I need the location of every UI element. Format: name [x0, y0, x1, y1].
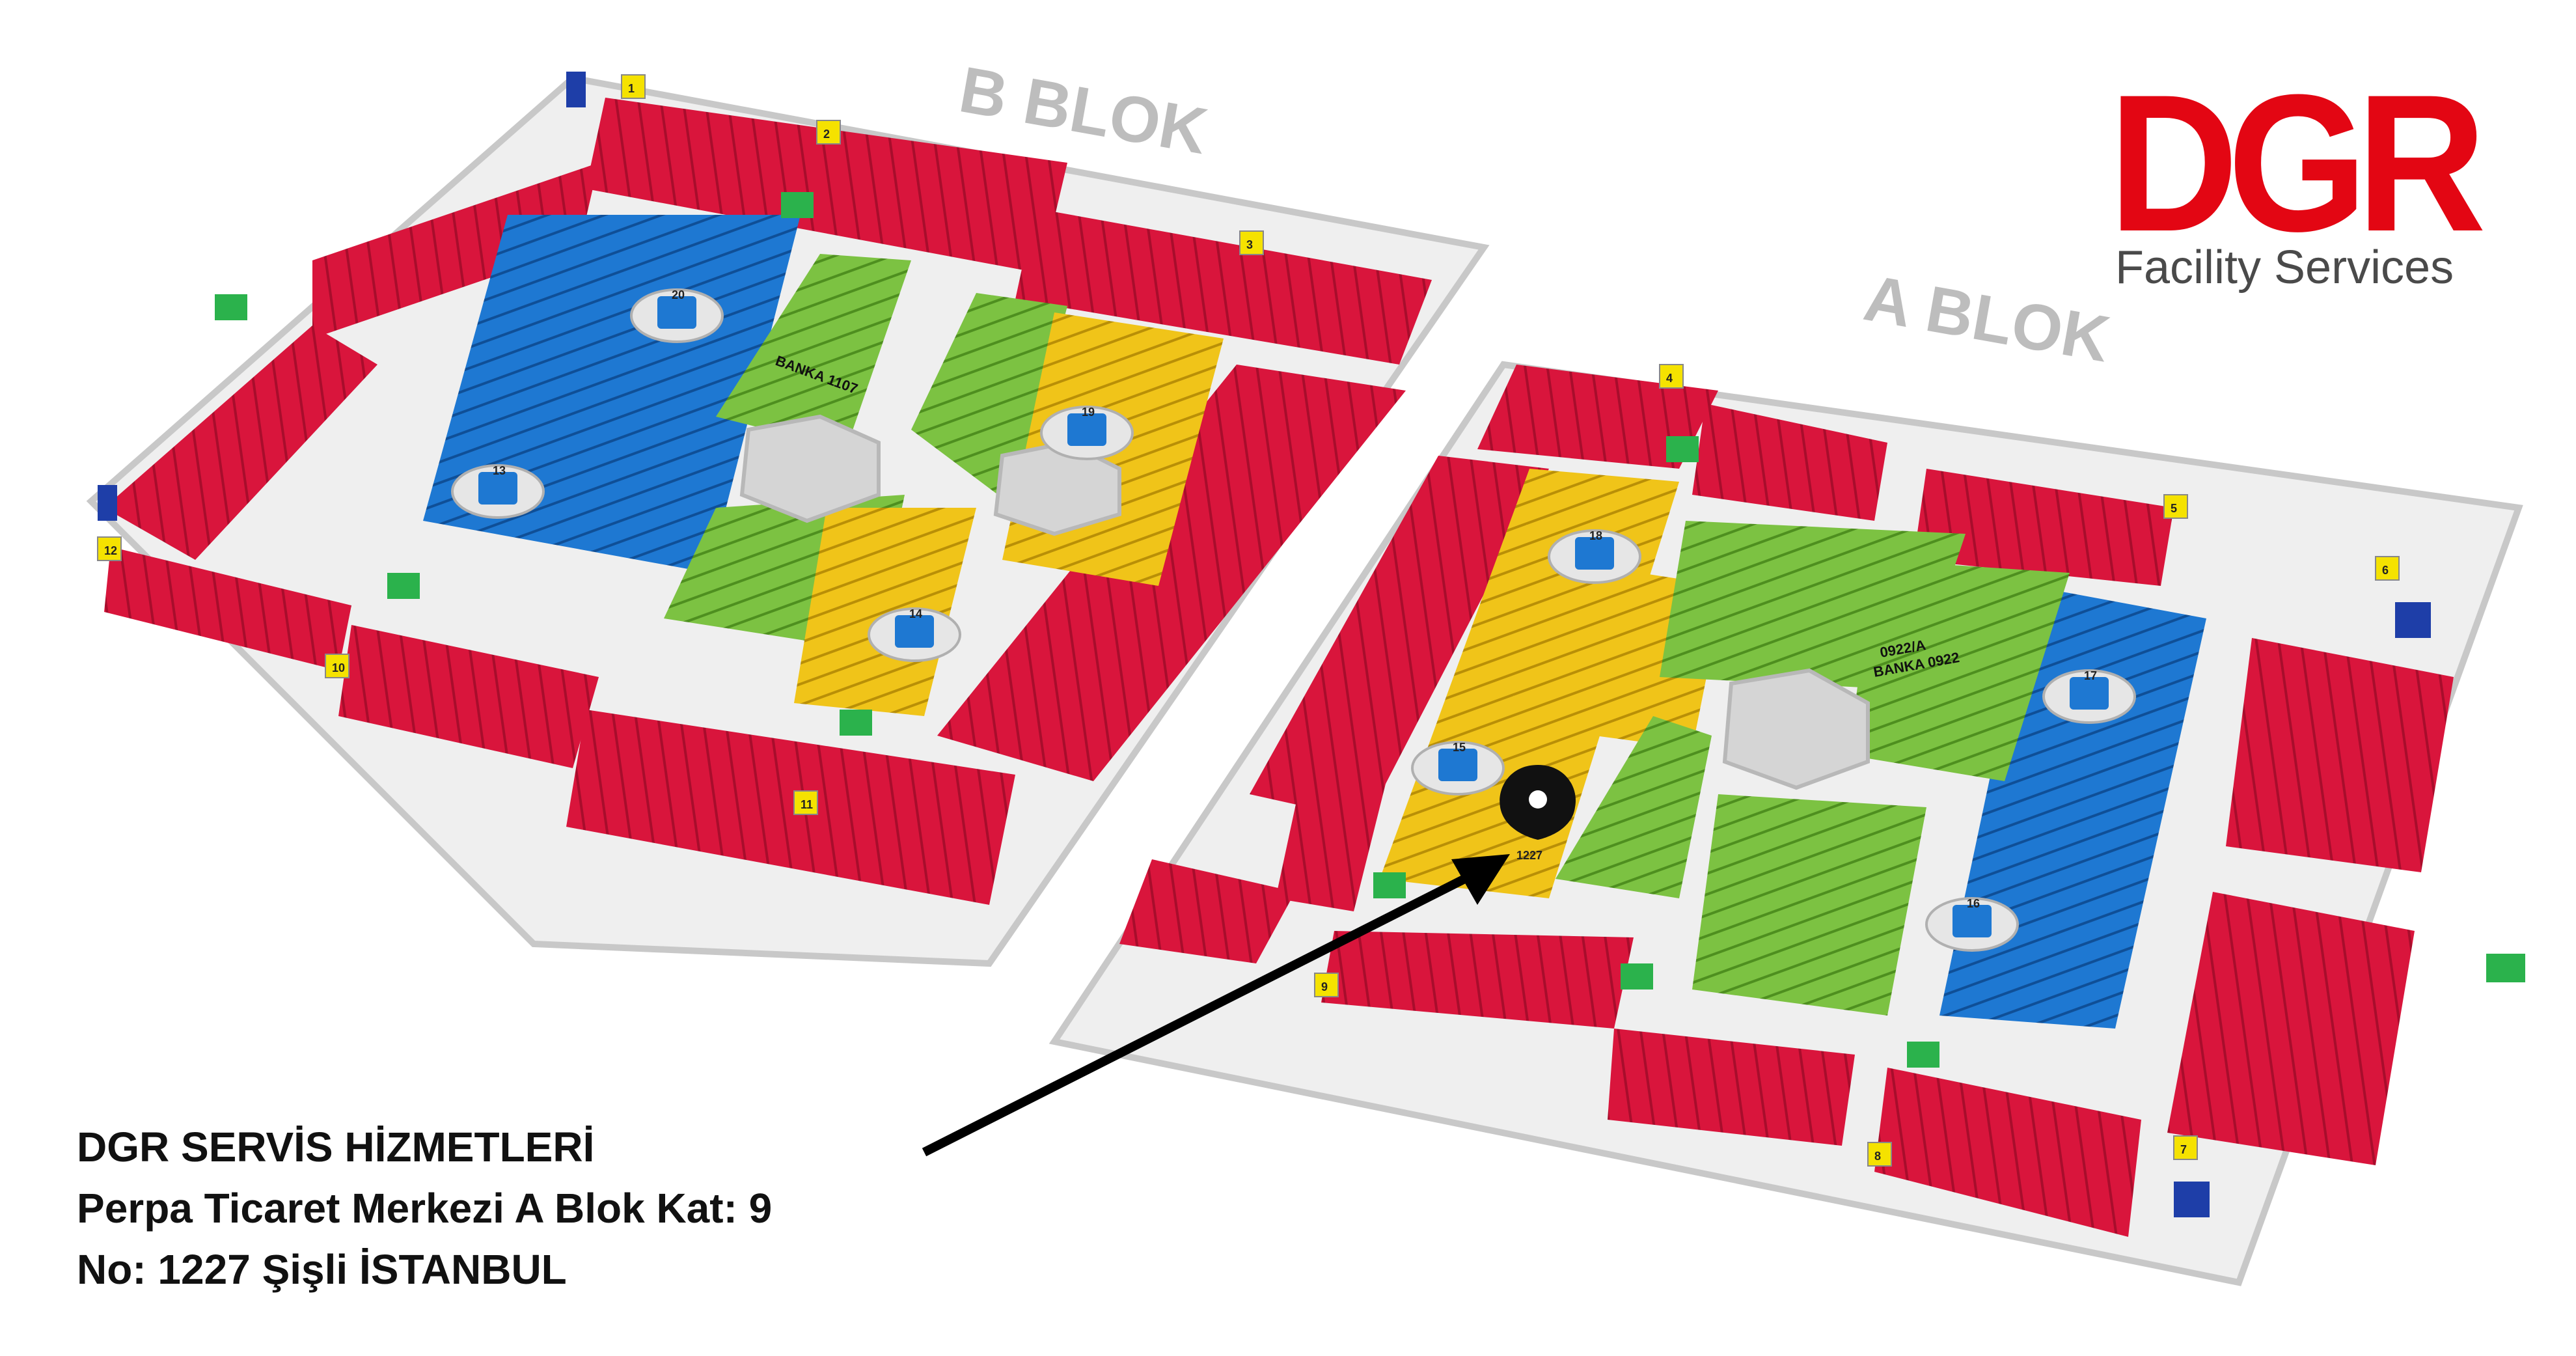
- gate-marker: [1314, 973, 1339, 997]
- gate-marker: [1239, 230, 1264, 255]
- arrow-head: [1451, 854, 1510, 905]
- block-a-shops-northeast: [1913, 469, 2174, 586]
- gate-marker: [2375, 556, 2400, 581]
- company-logo: DGR Facility Services: [2109, 53, 2499, 294]
- elevator-icons: [98, 72, 2431, 1217]
- gate-number: 10: [332, 661, 345, 674]
- wc-icon: 16: [1925, 897, 2019, 952]
- block-a-shops-south: [1321, 931, 1634, 1029]
- block-a-label: A BLOK: [1859, 261, 2115, 376]
- exit-icon: [1666, 436, 1699, 462]
- wc-number: 20: [672, 288, 685, 301]
- block-b-shops-west: [104, 325, 377, 560]
- block-a-shops-north: [1477, 365, 1718, 469]
- marker-shop-label: 1227: [1516, 849, 1542, 862]
- block-b-shops-northwest: [312, 163, 599, 339]
- block-a-shops-green-2: [1848, 560, 2070, 781]
- block-a-shops-green-3: [1555, 716, 1712, 898]
- block-a-shops-south-3: [1874, 1068, 2141, 1237]
- wc-icon: 15: [1411, 741, 1505, 796]
- caption-line-1: DGR SERVİS HİZMETLERİ: [77, 1124, 595, 1170]
- gate-number: 3: [1246, 238, 1253, 251]
- gate-number: 7: [2180, 1143, 2187, 1156]
- block-b-shops-south: [338, 625, 599, 768]
- wc-number: 15: [1453, 741, 1466, 754]
- block-b-shops-east: [937, 365, 1406, 781]
- exit-icon: [840, 710, 872, 736]
- block-a-shops-east: [2226, 638, 2454, 872]
- logo-subtitle: Facility Services: [2115, 242, 2454, 294]
- wc-icon: 14: [868, 607, 961, 662]
- wc-icon: 17: [2042, 669, 2136, 724]
- block-a-shops-north-2: [1692, 404, 1887, 521]
- block-b-shops-north: [586, 98, 1067, 273]
- gate-number: 9: [1321, 980, 1328, 993]
- wc-number: 16: [1967, 897, 1980, 910]
- elevator-icon: [566, 72, 586, 107]
- block-b-label: B BLOK: [954, 53, 1213, 168]
- gate-marker: [1659, 364, 1684, 389]
- gate-number: 8: [1874, 1150, 1881, 1163]
- arrow-icon: [922, 861, 1493, 1157]
- block-b-atrium-1: [739, 414, 881, 523]
- gate-number: 11: [801, 798, 813, 811]
- wc-number: 14: [909, 607, 922, 620]
- block-a-shops-south-2: [1608, 1029, 1855, 1146]
- wc-icon: 18: [1548, 529, 1641, 584]
- block-b-shops-southeast: [566, 710, 1015, 905]
- gate-number: 1: [628, 82, 635, 95]
- block-a-shops-green-4: [1692, 794, 1926, 1016]
- caption-line-2: Perpa Ticaret Merkezi A Blok Kat: 9: [77, 1185, 773, 1232]
- caption-line-3: No: 1227 Şişli İSTANBUL: [77, 1246, 567, 1293]
- gate-marker: [325, 654, 349, 678]
- logo-text: DGR: [2109, 53, 2486, 272]
- block-b-shops-southwest: [104, 547, 351, 671]
- gate-number: 4: [1666, 372, 1673, 385]
- wc-icon: 13: [451, 464, 545, 519]
- wc-icon: 20: [630, 288, 724, 343]
- block-b-shops-yellow-2: [794, 508, 976, 716]
- wc-number: 18: [1589, 529, 1602, 542]
- exit-icon: [387, 573, 420, 599]
- gate-marker: [793, 790, 818, 815]
- gate-number: 12: [104, 544, 117, 557]
- exit-icon: [1907, 1042, 1939, 1068]
- elevator-icon: [2174, 1182, 2210, 1217]
- block-b: B BLOK BANKA 1107: [86, 53, 1490, 967]
- gate-marker: [816, 120, 841, 145]
- block-a-shops-east-2: [2167, 892, 2415, 1165]
- gate-marker: [1867, 1142, 1892, 1167]
- gate-number: 5: [2171, 502, 2177, 515]
- gate-marker: [97, 536, 122, 561]
- gate-number: 2: [823, 128, 830, 141]
- block-b-shops-northeast: [1015, 208, 1432, 365]
- gate-marker: [2163, 494, 2188, 519]
- wc-icons: 20 13 14 19 15 18 16 17: [451, 288, 2136, 952]
- wc-number: 19: [1082, 406, 1095, 419]
- exit-icon: [2486, 954, 2525, 982]
- block-a-atrium: [1722, 668, 1870, 790]
- exit-icon: [1621, 963, 1653, 989]
- exit-icon: [215, 294, 247, 320]
- exit-icon: [1373, 872, 1406, 898]
- address-caption: DGR SERVİS HİZMETLERİ Perpa Ticaret Merk…: [77, 1116, 772, 1300]
- wc-number: 17: [2084, 669, 2097, 682]
- gate-marker: [621, 74, 646, 99]
- exit-icon: [781, 192, 814, 218]
- wc-icon: 19: [1040, 406, 1134, 460]
- block-a-shops-southwest: [1119, 859, 1295, 963]
- elevator-icon: [2395, 602, 2431, 638]
- exit-icons: [215, 192, 2525, 1068]
- gate-marker: [2173, 1135, 2198, 1160]
- block-a: A BLOK BANKA 0922 0922/A: [1048, 261, 2523, 1286]
- block-a-shops-central-south: [1276, 716, 1399, 911]
- elevator-icon: [98, 485, 117, 521]
- gate-number: 6: [2382, 564, 2389, 577]
- wc-number: 13: [493, 464, 506, 477]
- block-b-shops-green-1: [716, 254, 911, 449]
